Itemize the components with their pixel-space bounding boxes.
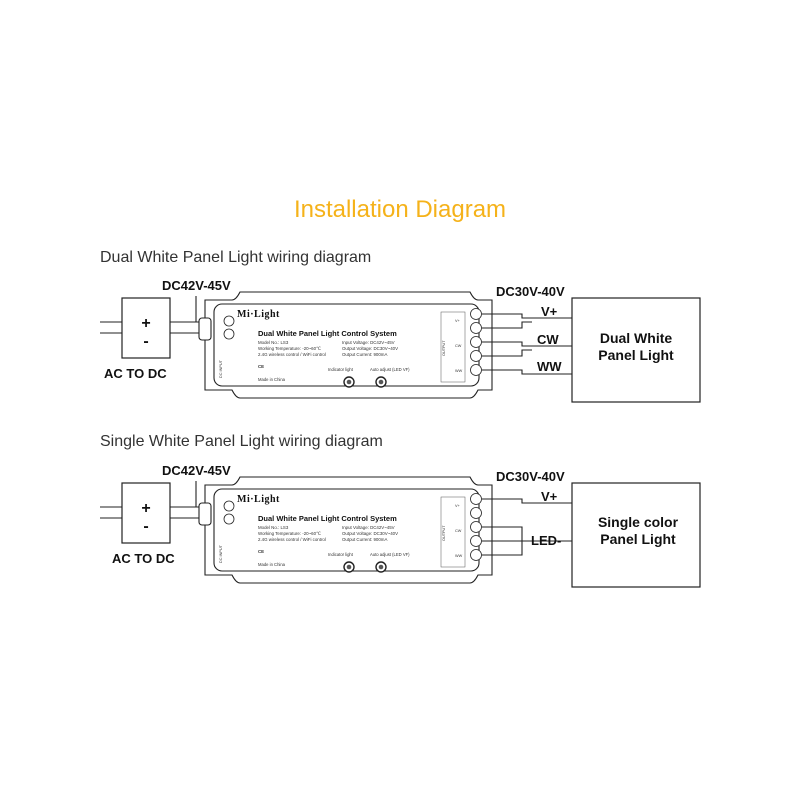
- controller-name: Dual White Panel Light Control System: [258, 329, 397, 338]
- output-wire-cw: [482, 341, 572, 347]
- spec-right-1: Input Voltage: DC42V~45V: [342, 340, 395, 345]
- dual-white-wiring-diagram: Dual White Panel Light wiring diagram DC…: [100, 249, 701, 403]
- output-wire-led-minus: [482, 526, 572, 542]
- output-wire-ww-bridge: [482, 541, 523, 556]
- output-terminal-2: [470, 507, 482, 519]
- spec-left-1: Model No.: LS3: [258, 525, 289, 530]
- output-label: OUTPUT: [442, 525, 446, 541]
- source-label: AC TO DC: [112, 551, 175, 566]
- spec-right-1: Input Voltage: DC42V~45V: [342, 525, 395, 530]
- output-terminal-label-3: WW: [455, 554, 463, 558]
- output-terminal-label-3: WW: [455, 369, 463, 373]
- output-terminal-2: [470, 322, 482, 334]
- panel-light-line-1: Single color: [598, 514, 679, 530]
- output-terminal-4: [470, 350, 482, 362]
- auto-adjust-button-dot: [378, 564, 384, 570]
- wire-label-vplus: V+: [541, 304, 558, 319]
- auto-adjust-label: Auto adjust (LED VF): [370, 367, 410, 372]
- input-terminal-plus: [223, 500, 235, 512]
- source-label: AC TO DC: [104, 366, 167, 381]
- panel-light-line-1: Dual White: [600, 330, 673, 346]
- panel-light-line-2: Panel Light: [600, 531, 676, 547]
- output-terminal-5: [470, 364, 482, 376]
- made-in-label: Made in China: [258, 377, 286, 382]
- output-wire-vplus: [482, 498, 572, 504]
- panel-light-box: [571, 482, 701, 588]
- output-wire-cw-return: [482, 349, 532, 357]
- section-heading: Dual White Panel Light wiring diagram: [100, 249, 371, 266]
- spec-right-3: Output Current: 900mA: [342, 352, 387, 357]
- dc-input-label: DC INPUT: [219, 359, 223, 378]
- input-terminal-minus: [223, 513, 235, 525]
- output-terminal-label-1: V+: [455, 319, 461, 323]
- spec-right-3: Output Current: 900mA: [342, 537, 387, 542]
- spec-left-3: 2.4G wireless control / WiFi control: [258, 537, 326, 542]
- wire-label-led-minus: LED-: [531, 533, 561, 548]
- minus-sign: -: [143, 518, 148, 535]
- output-terminal-3: [470, 336, 482, 348]
- spec-left-2: Working Temperature: -20~60℃: [258, 531, 321, 536]
- indicator-light-dot: [346, 564, 352, 570]
- output-wire-vplus: [482, 313, 572, 319]
- input-terminal-minus: [223, 328, 235, 340]
- output-terminal-3: [470, 521, 482, 533]
- ce-mark: CE: [258, 549, 264, 554]
- mount-tab-left: [198, 317, 212, 341]
- input-voltage-label: DC42V-45V: [162, 463, 231, 478]
- input-terminal-plus: [223, 315, 235, 327]
- output-terminal-label-2: CW: [455, 344, 462, 348]
- dc-input-label: DC INPUT: [219, 544, 223, 563]
- output-terminal-label-1: V+: [455, 504, 461, 508]
- controller-name: Dual White Panel Light Control System: [258, 514, 397, 523]
- spec-left-3: 2.4G wireless control / WiFi control: [258, 352, 326, 357]
- mount-tab-left: [198, 502, 212, 526]
- auto-adjust-label: Auto adjust (LED VF): [370, 552, 410, 557]
- single-white-wiring-diagram: Single White Panel Light wiring diagram …: [100, 433, 701, 588]
- wire-label-vplus: V+: [541, 489, 558, 504]
- made-in-label: Made in China: [258, 562, 286, 567]
- brand-logo: Mi·Light: [237, 494, 280, 505]
- panel-light-box: [571, 297, 701, 403]
- ce-mark: CE: [258, 364, 264, 369]
- output-terminal-4: [470, 535, 482, 547]
- wire-label-cw: CW: [537, 332, 559, 347]
- auto-adjust-button-dot: [378, 379, 384, 385]
- wire-label-ww: WW: [537, 359, 562, 374]
- output-terminal-1: [470, 493, 482, 505]
- output-voltage-label: DC30V-40V: [496, 469, 565, 484]
- output-voltage-label: DC30V-40V: [496, 284, 565, 299]
- output-terminal-label-2: CW: [455, 529, 462, 533]
- plus-sign: +: [141, 500, 150, 517]
- panel-light-line-2: Panel Light: [598, 347, 674, 363]
- power-supply-box: [121, 482, 171, 544]
- power-supply-box: [121, 297, 171, 359]
- output-wire-ww: [482, 369, 572, 375]
- indicator-label: Indicator light: [328, 367, 354, 372]
- brand-logo: Mi·Light: [237, 309, 280, 320]
- spec-left-2: Working Temperature: -20~60℃: [258, 346, 321, 351]
- spec-right-2: Output Voltage: DC30V~40V: [342, 531, 398, 536]
- spec-left-1: Model No.: LS3: [258, 340, 289, 345]
- controller-unit: Mi·Light Dual White Panel Light Control …: [198, 476, 493, 584]
- output-terminal-5: [470, 549, 482, 561]
- diagram-title: Installation Diagram: [294, 196, 506, 223]
- indicator-light-dot: [346, 379, 352, 385]
- minus-sign: -: [143, 333, 148, 350]
- output-label-strip: [440, 496, 466, 568]
- output-label: OUTPUT: [442, 340, 446, 356]
- output-label-strip: [440, 311, 466, 383]
- plus-sign: +: [141, 315, 150, 332]
- indicator-label: Indicator light: [328, 552, 354, 557]
- controller-unit: Mi·Light Dual White Panel Light Control …: [198, 291, 493, 399]
- section-heading: Single White Panel Light wiring diagram: [100, 433, 383, 450]
- spec-right-2: Output Voltage: DC30V~40V: [342, 346, 398, 351]
- output-terminal-1: [470, 308, 482, 320]
- output-wire-vplus-return: [482, 321, 532, 329]
- input-voltage-label: DC42V-45V: [162, 278, 231, 293]
